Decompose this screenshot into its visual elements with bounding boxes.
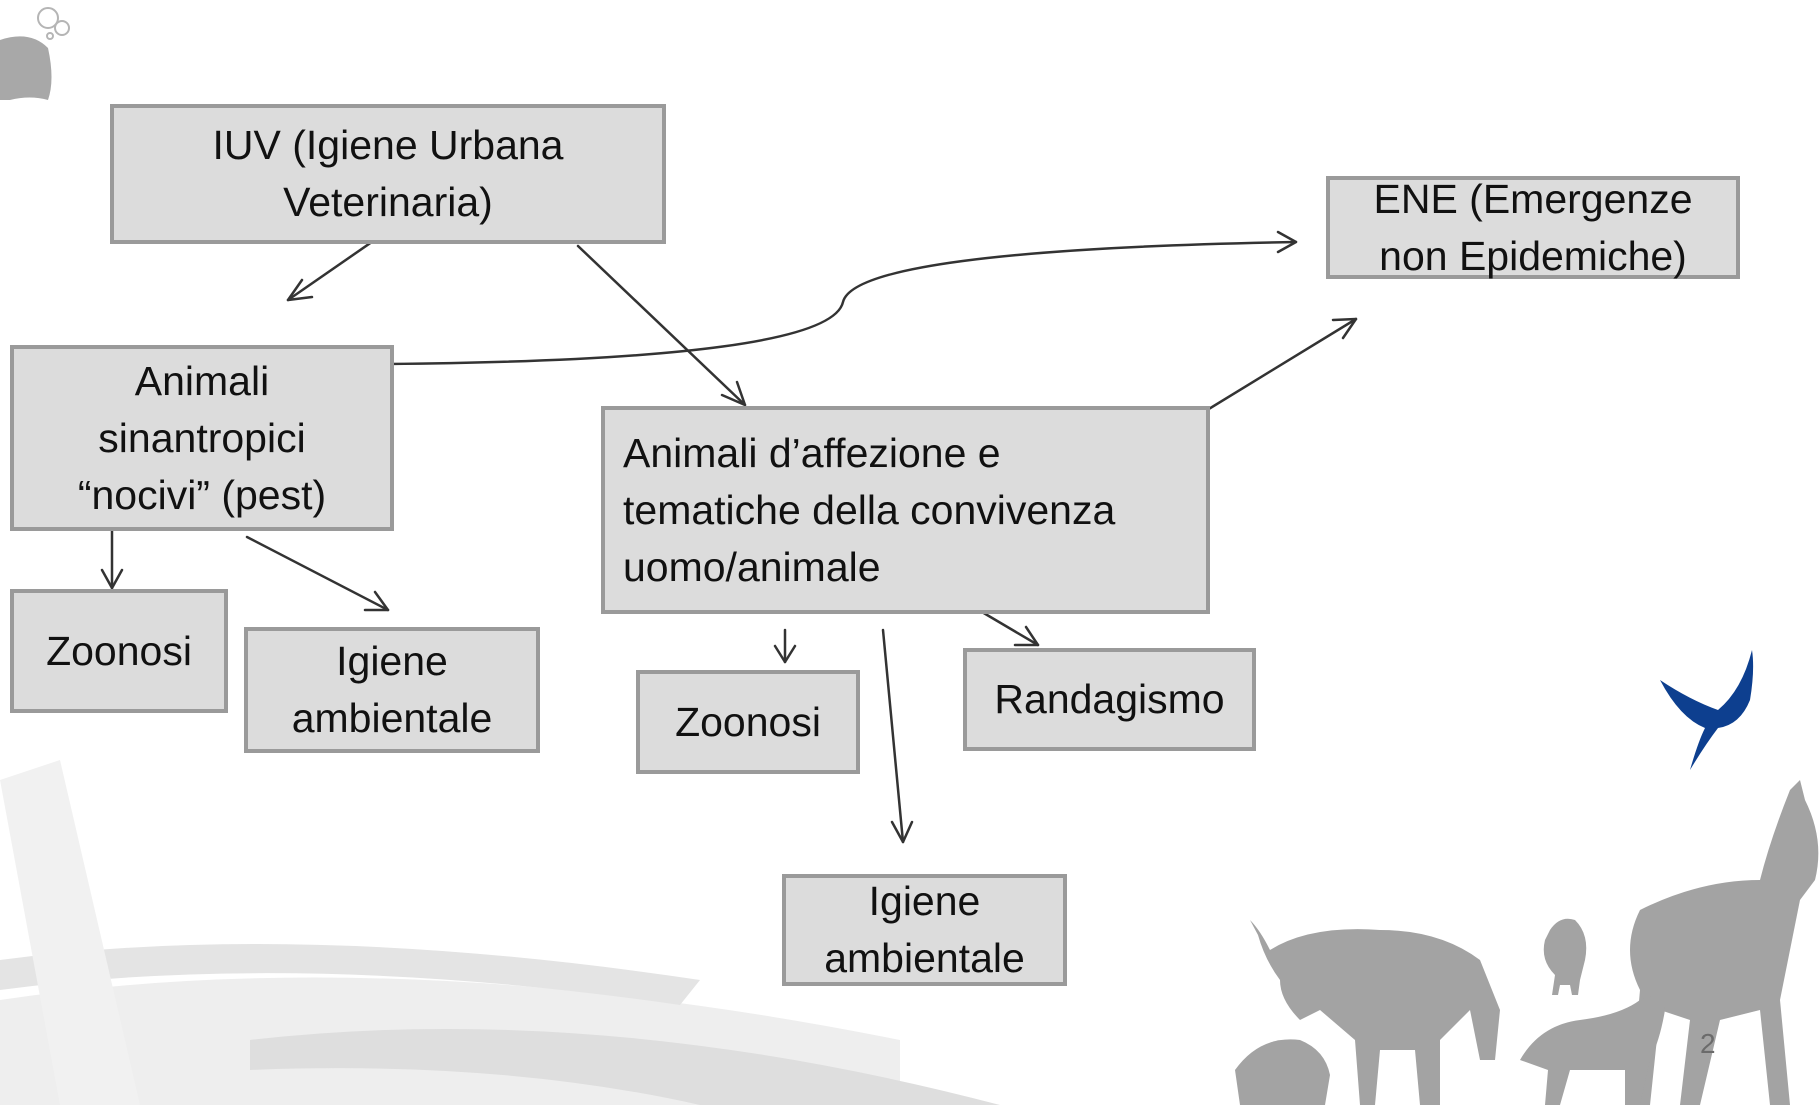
node-zoonosi-mid: Zoonosi: [636, 670, 860, 774]
node-igiene-bottom: Igiene ambientale: [782, 874, 1067, 986]
arrow-sinantropici-to-zoonosi: [100, 526, 124, 590]
swallow-icon: [1660, 650, 1754, 770]
node-iuv: IUV (Igiene Urbana Veterinaria): [110, 104, 666, 244]
animal-silhouette-icon: [0, 36, 52, 100]
node-zoonosi-left-label: Zoonosi: [46, 627, 192, 674]
farm-animals-icon: [1235, 780, 1819, 1105]
arrow-sinantropici-to-ene: [386, 230, 1298, 366]
node-randagismo: Randagismo: [963, 648, 1256, 751]
arrow-affezione-to-igiene: [881, 628, 914, 844]
arrow-sinantropici-to-igiene: [245, 535, 390, 612]
bubbles-icon: [37, 7, 70, 40]
node-affezione-label: Animali d’affezione e tematiche della co…: [623, 429, 1116, 590]
node-randagismo-label: Randagismo: [994, 676, 1225, 722]
background-wave-shapes: [0, 760, 1000, 1105]
node-igiene-left: Igiene ambientale: [244, 627, 540, 753]
arrow-iuv-to-affezione: [576, 244, 747, 407]
node-zoonosi-left: Zoonosi: [10, 589, 228, 713]
node-igiene-left-label: Igiene ambientale: [291, 638, 493, 741]
node-affezione: Animali d’affezione e tematiche della co…: [601, 406, 1210, 614]
arrow-affezione-to-randagismo: [980, 610, 1040, 647]
arrow-affezione-to-zoonosi: [773, 628, 797, 664]
node-sinantropici: Animali sinantropici “nocivi” (pest): [10, 345, 394, 531]
node-iuv-label: IUV (Igiene Urbana Veterinaria): [212, 122, 564, 225]
node-ene: ENE (Emergenze non Epidemiche): [1326, 176, 1740, 279]
node-ene-label: ENE (Emergenze non Epidemiche): [1373, 175, 1693, 279]
page-number: 2: [1700, 1028, 1716, 1059]
node-zoonosi-mid-label: Zoonosi: [675, 698, 821, 745]
node-igiene-bottom-label: Igiene ambientale: [824, 878, 1025, 981]
node-sinantropici-label: Animali sinantropici “nocivi” (pest): [77, 357, 327, 518]
